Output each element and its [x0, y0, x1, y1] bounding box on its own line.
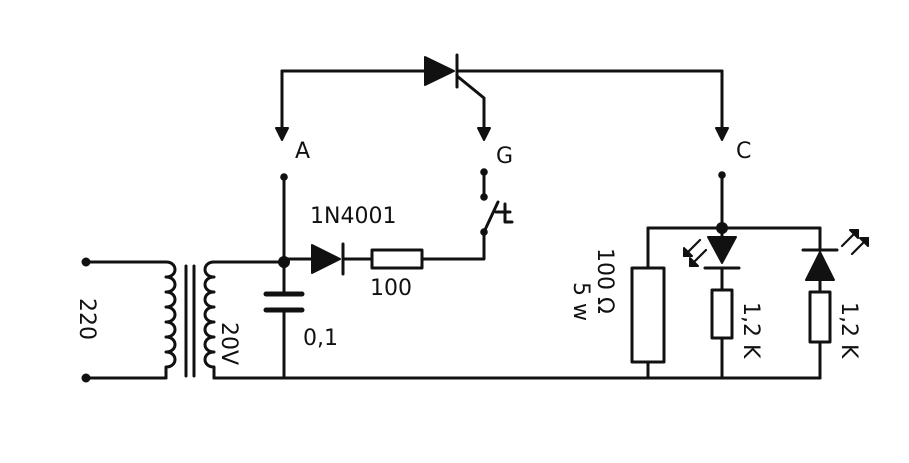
led1-light-arrows-icon [682, 238, 708, 268]
terminal-g-bottom [480, 168, 488, 176]
thyristor-icon [424, 56, 455, 86]
arrow-g-icon [477, 127, 491, 141]
point-a-label: A [295, 139, 310, 164]
transformer [81, 257, 288, 383]
thyristor-gate-wire [455, 74, 486, 130]
load-resistor-value-label: 100 Ω [592, 248, 617, 314]
mains-terminal-bottom [81, 373, 91, 383]
mains-terminal-top [81, 257, 91, 267]
point-c-label: C [736, 139, 751, 164]
point-g-label: G [496, 144, 513, 169]
push-switch-blade [482, 200, 500, 234]
secondary-winding [203, 260, 216, 380]
led1-resistor-label: 1,2 K [738, 302, 763, 359]
secondary-voltage-label: 20V [216, 322, 241, 365]
arrow-a-icon [275, 127, 289, 141]
capacitor [263, 291, 305, 380]
primary-winding [164, 260, 177, 380]
gate-resistor-body [370, 248, 424, 270]
led2-icon [805, 251, 835, 281]
load-resistor-body [630, 266, 666, 364]
push-switch-button-icon [494, 202, 514, 224]
arrow-c-icon [715, 127, 729, 141]
gate-resistor-label: 100 [370, 276, 412, 301]
led1-resistor-body [710, 288, 734, 340]
mains-voltage-label: 220 [74, 298, 99, 340]
resistor-to-switch-wire [420, 232, 486, 261]
diode-part-label: 1N4001 [310, 204, 396, 229]
diode-1n4001-icon [311, 244, 341, 274]
load-resistor-power-label: 5 w [568, 282, 593, 321]
led1-icon [707, 236, 737, 264]
led2-light-arrows-icon [840, 228, 870, 256]
led2-resistor-label: 1,2 K [836, 302, 861, 359]
led2-resistor-body [808, 290, 832, 344]
capacitor-value-label: 0,1 [303, 326, 338, 351]
